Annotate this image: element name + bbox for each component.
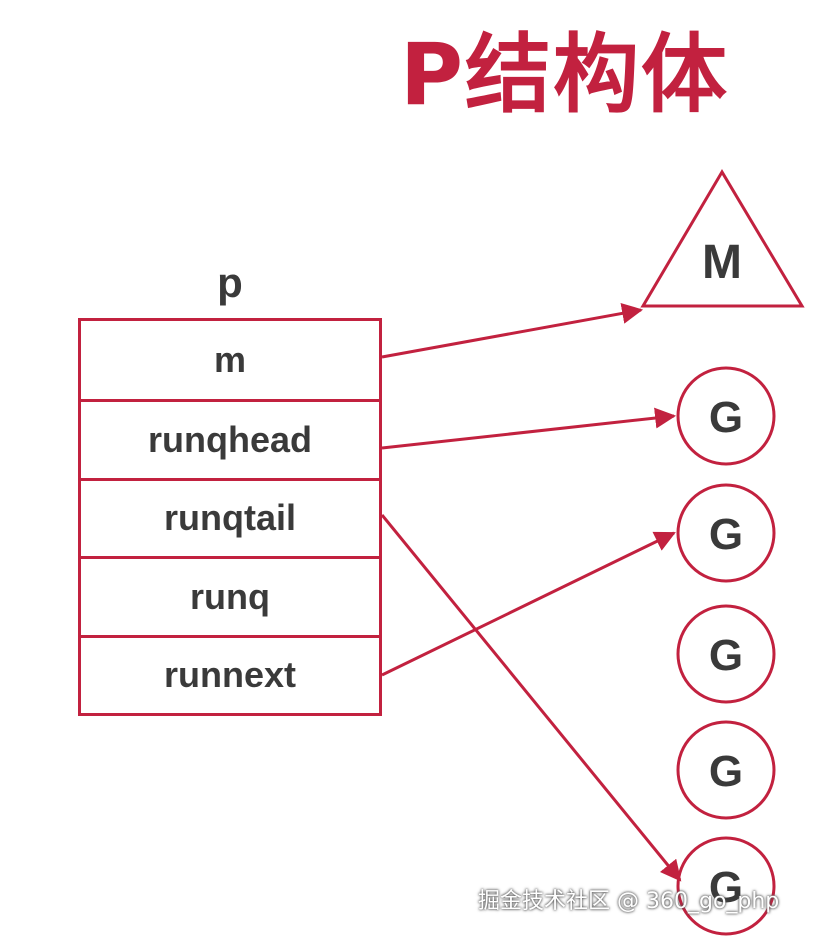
machine-label: M (702, 236, 742, 289)
goroutine-node-1: G (676, 366, 776, 466)
goroutine-node-2: G (676, 483, 776, 583)
goroutine-label: G (709, 631, 743, 680)
goroutine-circle (676, 366, 776, 466)
p-struct-table: m runqhead runqtail runq runnext (78, 318, 382, 716)
field-runqtail: runqtail (81, 477, 379, 556)
diagram-title: P结构体 (400, 25, 730, 125)
goroutine-label: G (709, 863, 743, 912)
goroutine-label: G (709, 510, 743, 559)
goroutine-circle (676, 604, 776, 704)
goroutine-node-4: G (676, 720, 776, 820)
field-runq: runq (81, 556, 379, 634)
arrow-m-to-M (381, 303, 644, 359)
arrow-runqhead-to-G (381, 407, 677, 450)
arrow-runqtail-to-G (380, 514, 682, 882)
field-runqhead: runqhead (81, 399, 379, 477)
watermark: 掘金技术社区 @ 360_go_php (478, 889, 780, 914)
goroutine-node-5: G (676, 836, 776, 936)
goroutine-circle (676, 483, 776, 583)
machine-triangle (640, 169, 805, 308)
arrow-runnext-to-G (381, 531, 676, 677)
field-m: m (213, 339, 246, 381)
goroutine-node-3: G (676, 604, 776, 704)
field-runnext: runnext (81, 634, 379, 713)
goroutine-label: G (709, 747, 743, 796)
goroutine-label: G (709, 393, 743, 442)
goroutine-circle (676, 720, 776, 820)
goroutine-circle (676, 836, 776, 936)
machine-node: M (640, 169, 805, 308)
struct-label: p (217, 259, 243, 306)
